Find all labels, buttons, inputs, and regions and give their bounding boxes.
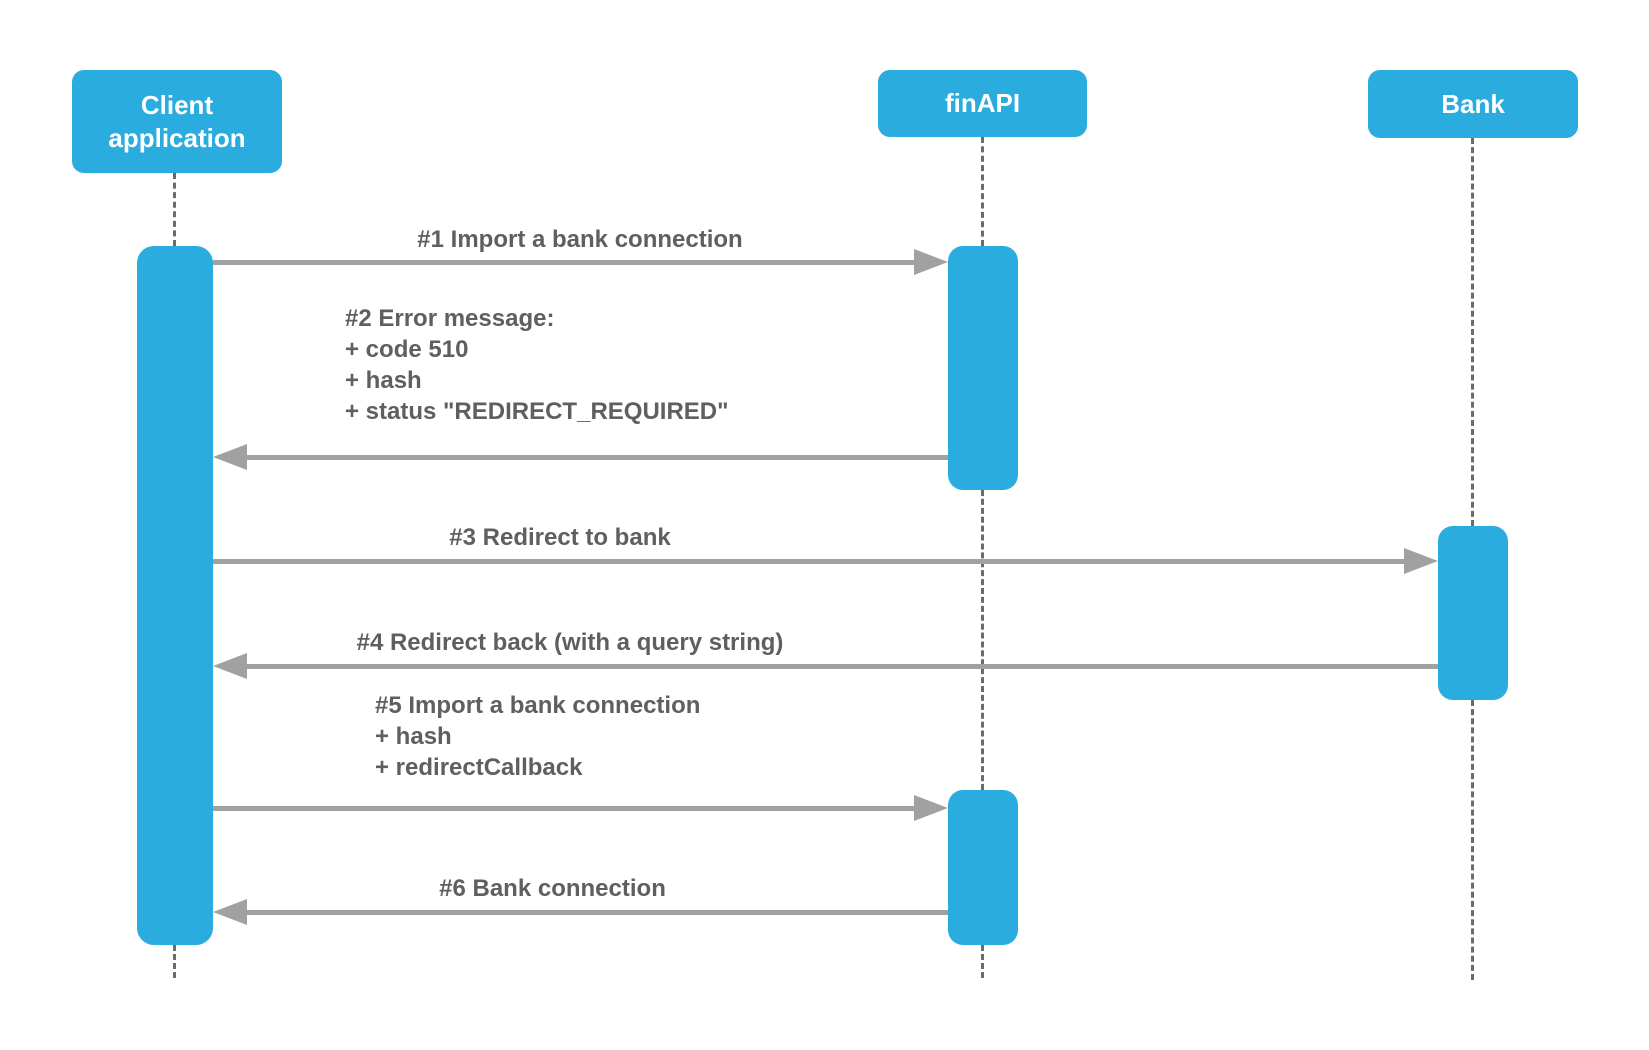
message-1-arrowhead-icon: [914, 249, 948, 275]
message-4-arrowhead-icon: [213, 653, 247, 679]
message-2-line-2: + code 510: [345, 336, 469, 363]
actor-label-finapi: finAPI: [944, 88, 1021, 119]
message-5-label: #5 Import a bank connection + hash + red…: [375, 690, 700, 783]
lifeline-bank-upper: [1471, 138, 1474, 526]
message-2-line-3: + hash: [345, 367, 422, 394]
actor-box-finapi: finAPI: [878, 70, 1087, 137]
message-5-line-3: + redirectCallback: [375, 754, 583, 781]
message-1-line: [213, 260, 918, 265]
actor-label-client-application: Client application: [108, 90, 246, 153]
message-2-line: [245, 455, 948, 460]
actor-box-bank: Bank: [1368, 70, 1578, 138]
lifeline-client-lower: [173, 945, 176, 978]
message-2-line-1: #2 Error message:: [345, 305, 555, 332]
activation-bar-bank: [1438, 526, 1508, 700]
lifeline-client-upper: [173, 173, 176, 246]
message-2-line-4: + status "REDIRECT_REQUIRED": [345, 398, 729, 425]
message-6-label: #6 Bank connection: [439, 875, 666, 902]
message-6-arrowhead-icon: [213, 899, 247, 925]
activation-bar-client: [137, 246, 213, 945]
message-2-arrowhead-icon: [213, 444, 247, 470]
message-3-line: [213, 559, 1406, 564]
actor-box-client-application: Client application: [72, 70, 282, 173]
lifeline-bank-lower: [1471, 700, 1474, 980]
message-4-label: #4 Redirect back (with a query string): [356, 629, 784, 656]
message-4-line: [245, 664, 1438, 669]
message-5-line-1: #5 Import a bank connection: [375, 692, 701, 719]
lifeline-finapi-middle: [981, 490, 984, 790]
lifeline-finapi-lower: [981, 945, 984, 978]
message-5-line-2: + hash: [375, 723, 452, 750]
message-3-label: #3 Redirect to bank: [449, 524, 671, 551]
message-6-line: [245, 910, 948, 915]
lifeline-finapi-upper: [981, 137, 984, 246]
message-5-line: [213, 806, 918, 811]
message-3-arrowhead-icon: [1404, 548, 1438, 574]
activation-bar-finapi-1: [948, 246, 1018, 490]
message-1-label: #1 Import a bank connection: [417, 226, 743, 253]
activation-bar-finapi-2: [948, 790, 1018, 945]
actor-label-bank: Bank: [1441, 88, 1505, 119]
message-2-label: #2 Error message: + code 510 + hash + st…: [345, 303, 729, 427]
message-5-arrowhead-icon: [914, 795, 948, 821]
